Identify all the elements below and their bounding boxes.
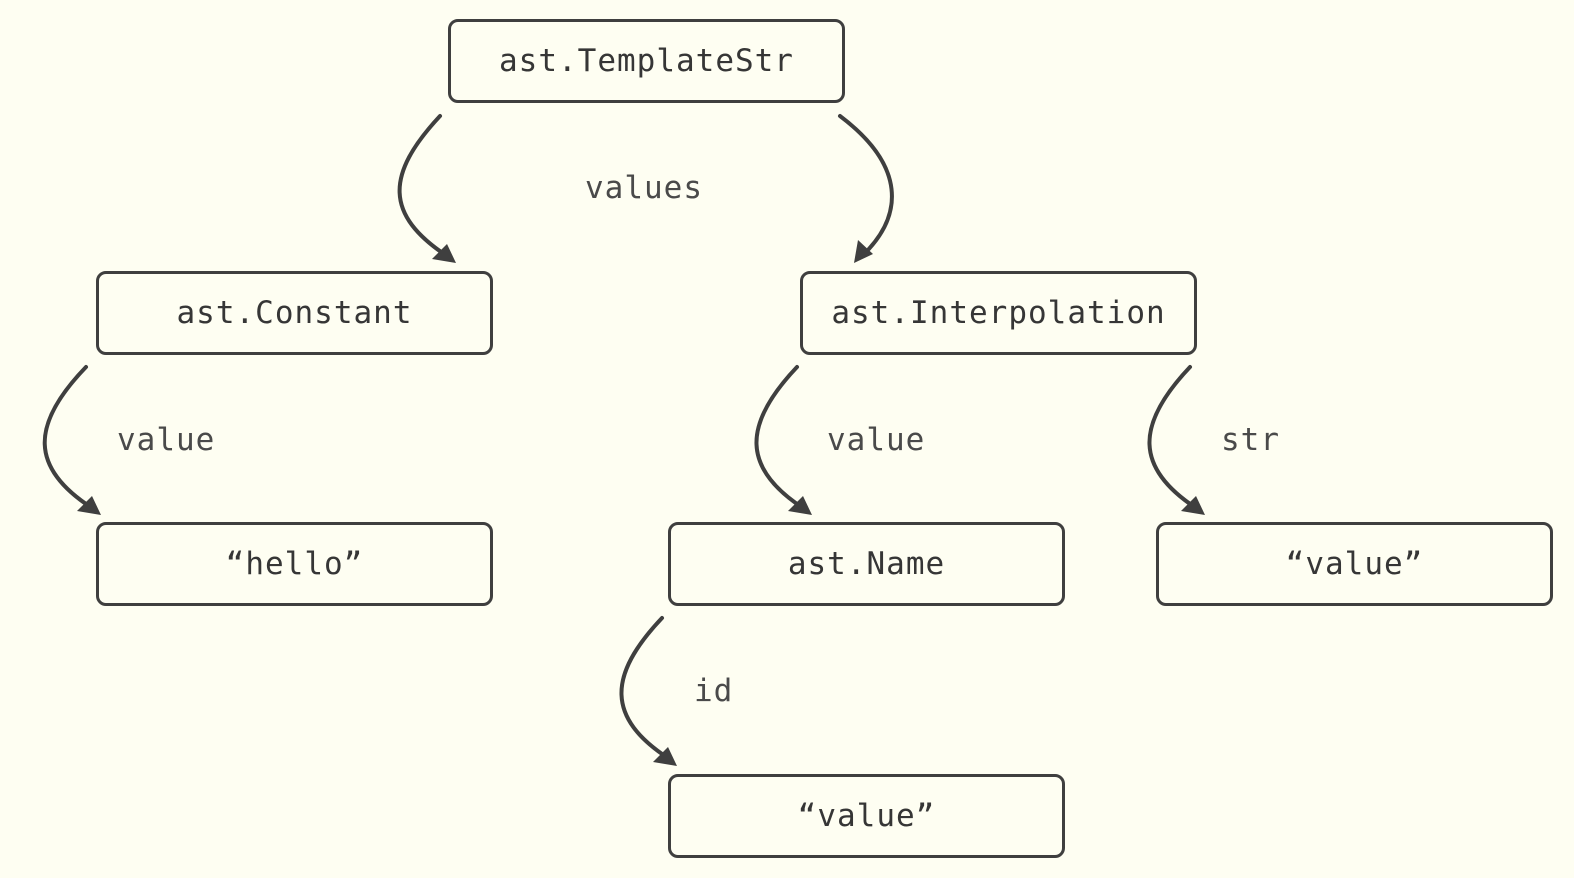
edge-label-str: str (1221, 422, 1280, 458)
edge-label-interpolation-value: value (827, 422, 926, 458)
node-hello-literal: “hello” (96, 522, 493, 606)
node-ast-name: ast.Name (668, 522, 1065, 606)
edge-label-values: values (585, 170, 703, 206)
arrow-interpolation-to-str-value (1147, 365, 1205, 515)
node-str-value-literal: “value” (1156, 522, 1553, 606)
node-ast-interpolation: ast.Interpolation (800, 271, 1197, 355)
node-id-value-literal: “value” (668, 774, 1065, 858)
arrow-interpolation-to-name (754, 365, 812, 515)
edge-label-id: id (694, 673, 734, 709)
arrow-templatestr-to-constant (397, 114, 456, 263)
node-ast-templatestr: ast.TemplateStr (448, 19, 845, 103)
arrow-name-to-id-value (619, 616, 677, 766)
node-ast-constant: ast.Constant (96, 271, 493, 355)
edge-label-constant-value: value (117, 422, 216, 458)
arrow-templatestr-to-interpolation (838, 114, 894, 263)
arrow-constant-to-hello (42, 365, 101, 515)
